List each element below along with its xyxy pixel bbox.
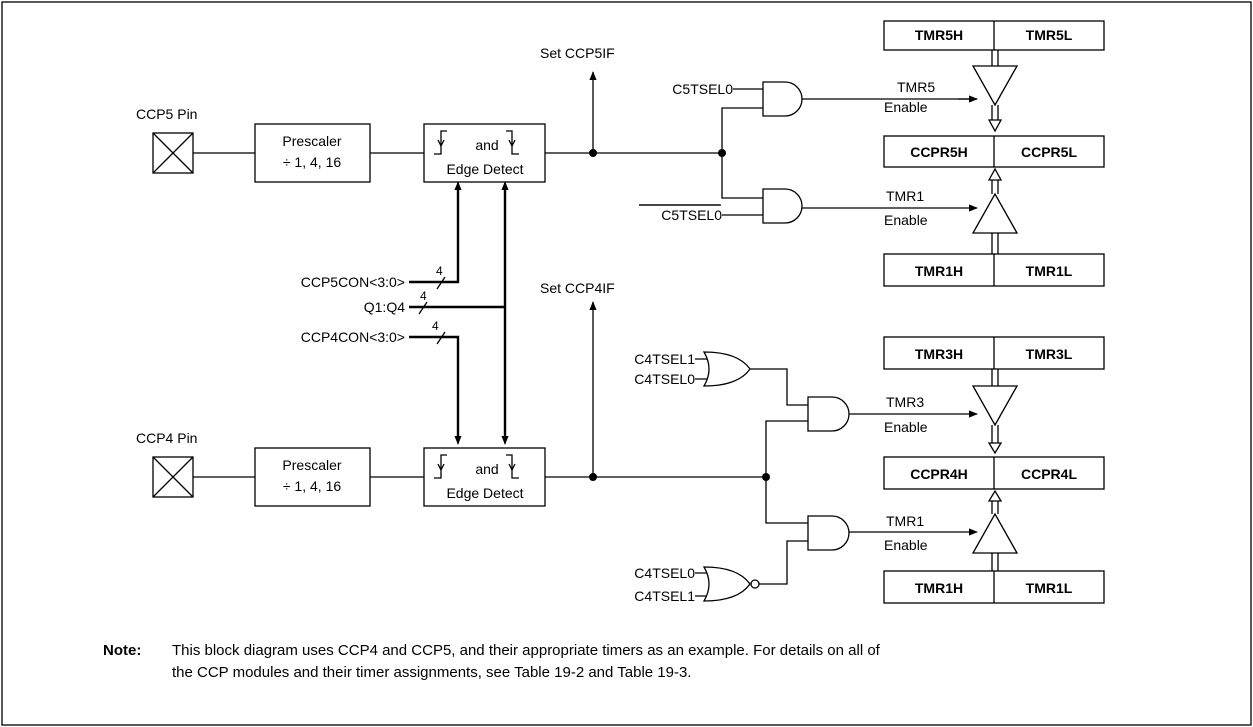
ccp4-channel: CCP4 Pin Prescaler ÷ 1, 4, 16 and Edge D… xyxy=(136,280,978,604)
falling-edge-icon xyxy=(506,130,519,155)
ccpr4h-cell: CCPR4H xyxy=(910,466,968,482)
c4tsel1-label-or: C4TSEL1 xyxy=(634,351,695,367)
ccp5con-label: CCP5CON<3:0> xyxy=(301,274,405,290)
tmr1-buffer-ccp5 xyxy=(971,192,1019,234)
tmr5-register: TMR5H TMR5L xyxy=(883,20,1105,51)
ccpr4l-cell: CCPR4L xyxy=(1021,466,1077,482)
and-gate-tmr5 xyxy=(762,81,803,117)
rising-edge-icon xyxy=(434,454,447,479)
nor-gate-c4tsel xyxy=(702,566,751,602)
tmr1h-cell-ccp5: TMR1H xyxy=(915,263,963,279)
and-gate-tmr1-ccp5 xyxy=(762,188,803,224)
tmr1-buffer-ccp4 xyxy=(971,512,1019,554)
or-gate-c4tsel xyxy=(702,351,751,387)
figure-note: Note: This block diagram uses CCP4 and C… xyxy=(103,642,881,681)
ccp5-edge-detect-label: Edge Detect xyxy=(446,161,523,177)
falling-edge-icon xyxy=(506,454,519,479)
set-ccp4if-label: Set CCP4IF xyxy=(540,280,615,296)
ccpr5-register: CCPR5H CCPR5L xyxy=(883,135,1105,168)
tmr1-enable-name-ccp4: TMR1 xyxy=(886,513,924,529)
tmr1h-cell-ccp4: TMR1H xyxy=(915,580,963,596)
ccpr5l-cell: CCPR5L xyxy=(1021,144,1077,160)
tmr5-enable-label: Enable xyxy=(884,99,928,115)
ccp5-pin-label: CCP5 Pin xyxy=(136,106,197,122)
and-gate-tmr3 xyxy=(807,396,850,432)
ccp4-pin-icon xyxy=(152,456,194,498)
ccp5-edge-and: and xyxy=(475,137,498,153)
ccp5-prescaler-ratio: ÷ 1, 4, 16 xyxy=(283,154,341,170)
ccp5-prescaler-title: Prescaler xyxy=(282,133,341,149)
set-ccp5if-label: Set CCP5IF xyxy=(540,45,615,61)
tmr5l-cell: TMR5L xyxy=(1026,27,1073,43)
ccp4con-bus-width: 4 xyxy=(432,319,439,333)
tmr1-register-ccp4: TMR1H TMR1L xyxy=(883,570,1105,604)
c4tsel0-label-nor: C4TSEL0 xyxy=(634,565,695,581)
c4tsel1-label-nor: C4TSEL1 xyxy=(634,588,695,604)
ccp5-channel: CCP5 Pin Prescaler ÷ 1, 4, 16 and Edge D… xyxy=(136,45,978,228)
and-gate-tmr1-ccp4 xyxy=(807,515,850,551)
ccp4-prescaler-title: Prescaler xyxy=(282,457,341,473)
ccp5-pin-icon xyxy=(152,132,194,174)
tmr5-enable-name: TMR5 xyxy=(897,79,935,95)
tmr1-enable-name-ccp5: TMR1 xyxy=(886,188,924,204)
ccp4-edge-detect-block: and Edge Detect xyxy=(423,447,546,507)
ccp5con-bus-width: 4 xyxy=(436,264,443,278)
ccpr4-register: CCPR4H CCPR4L xyxy=(883,456,1105,490)
tmr3-register: TMR3H TMR3L xyxy=(883,336,1105,370)
control-buses: CCP5CON<3:0> 4 Q1:Q4 4 CCP4CON<3:0> 4 xyxy=(301,181,509,445)
q1q4-bus-width: 4 xyxy=(420,289,427,303)
tmr1-enable-label-ccp4: Enable xyxy=(884,537,928,553)
tmr3l-cell: TMR3L xyxy=(1026,346,1073,362)
ccp4con-label: CCP4CON<3:0> xyxy=(301,329,405,345)
tmr3-enable-label: Enable xyxy=(884,419,928,435)
tmr5h-cell: TMR5H xyxy=(915,27,963,43)
ccp4-prescaler-ratio: ÷ 1, 4, 16 xyxy=(283,478,341,494)
tmr1l-cell-ccp5: TMR1L xyxy=(1026,263,1073,279)
q1q4-label: Q1:Q4 xyxy=(364,299,405,315)
ccp5-edge-detect-block: and Edge Detect xyxy=(423,123,546,183)
ccp5-prescaler-block: Prescaler ÷ 1, 4, 16 xyxy=(254,123,371,183)
ccpr5h-cell: CCPR5H xyxy=(910,144,968,160)
tmr3h-cell: TMR3H xyxy=(915,346,963,362)
tmr1-register-ccp5: TMR1H TMR1L xyxy=(883,253,1105,287)
note-line-2: the CCP modules and their timer assignme… xyxy=(172,664,691,681)
c5tsel0-inverted-label: C5TSEL0 xyxy=(661,207,722,223)
note-line-1: This block diagram uses CCP4 and CCP5, a… xyxy=(172,642,881,659)
nor-bubble xyxy=(750,579,760,589)
c4tsel0-label-or: C4TSEL0 xyxy=(634,371,695,387)
tmr1l-cell-ccp4: TMR1L xyxy=(1026,580,1073,596)
tmr5-buffer xyxy=(971,65,1019,107)
ccp4-prescaler-block: Prescaler ÷ 1, 4, 16 xyxy=(254,447,371,507)
tmr3-buffer xyxy=(971,385,1019,427)
rising-edge-icon xyxy=(434,130,447,155)
tmr1-enable-label-ccp5: Enable xyxy=(884,212,928,228)
c5tsel0-label: C5TSEL0 xyxy=(672,81,733,97)
ccp4-edge-and: and xyxy=(475,461,498,477)
note-label: Note: xyxy=(103,642,141,659)
tmr3-enable-name: TMR3 xyxy=(886,394,924,410)
ccp4-edge-detect-label: Edge Detect xyxy=(446,485,523,501)
ccp4-pin-label: CCP4 Pin xyxy=(136,430,197,446)
